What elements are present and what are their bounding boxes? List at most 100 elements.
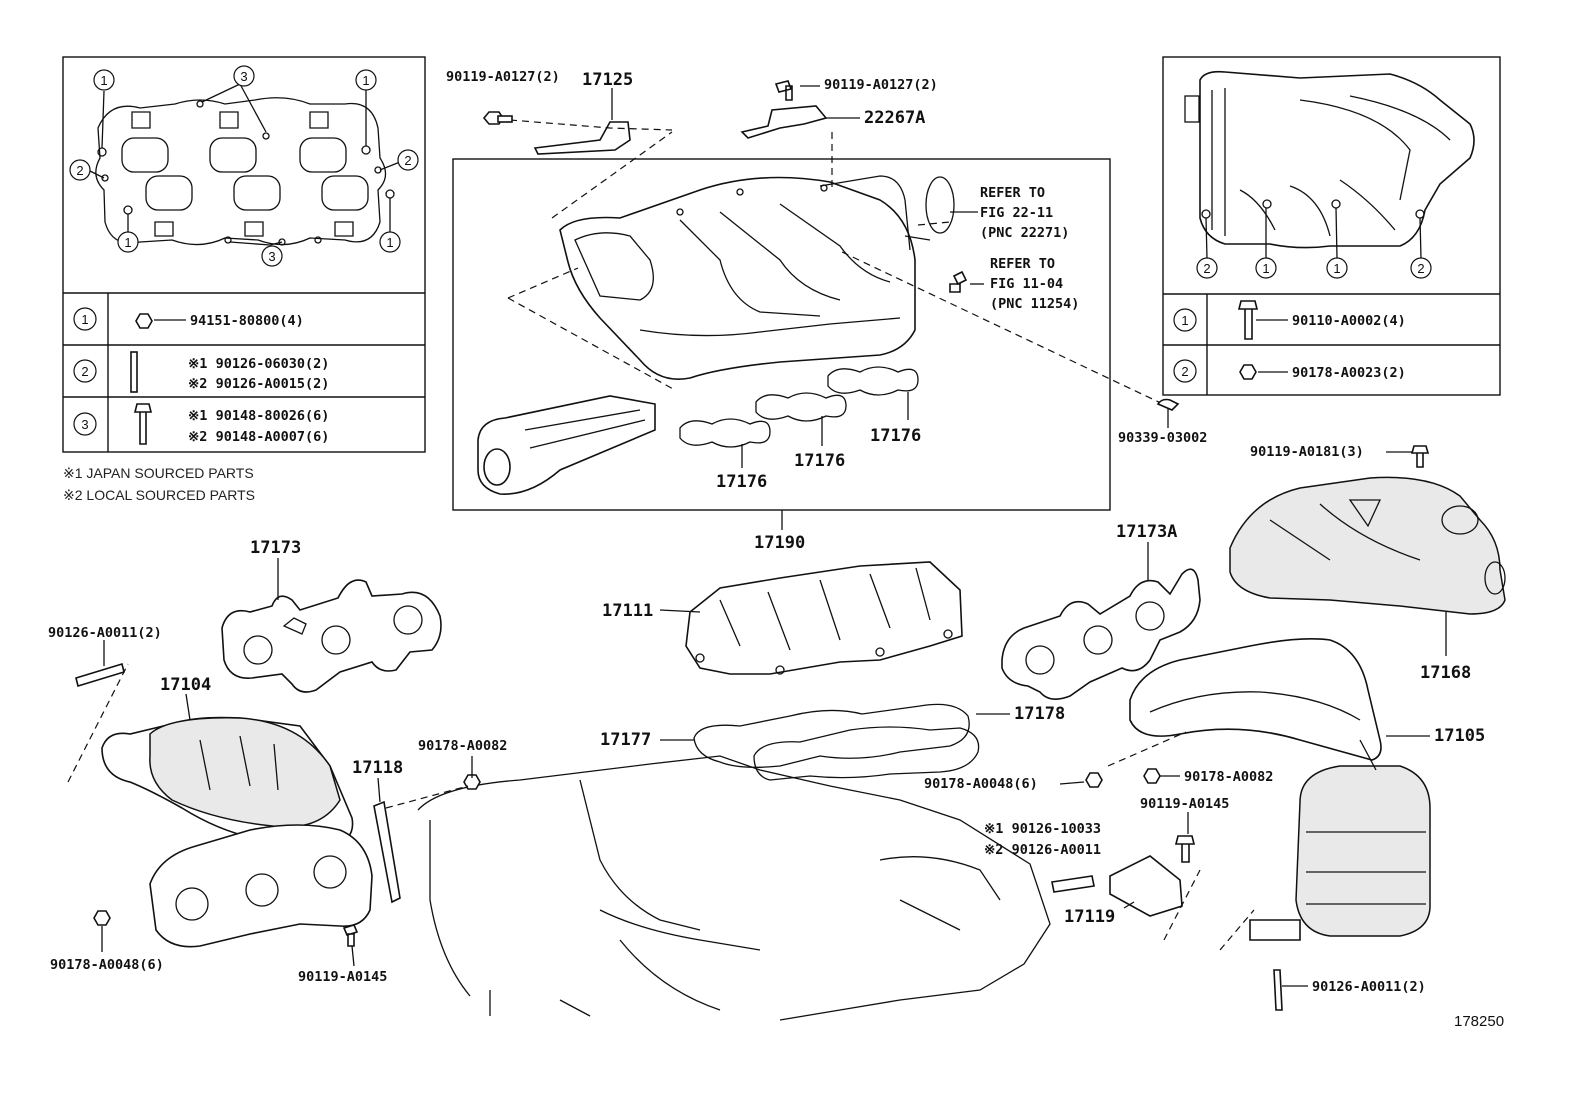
left-legend-row-1: 1 94151-80800(4): [73, 307, 304, 331]
intake-plenum-drawing: [1184, 70, 1475, 259]
gasket-17176-drawings: [679, 366, 919, 448]
label-90126-10033: ※1 90126-10033: [984, 821, 1101, 837]
svg-text:3: 3: [268, 249, 275, 264]
bolt-90119-a0145-left-icon: [342, 924, 359, 947]
stud-90126-10033-icon: [1051, 875, 1095, 893]
label-17177: 17177: [600, 730, 651, 750]
bracket-17118-drawing: [373, 800, 401, 904]
nut-90178-a0082-right-icon: [1143, 768, 1161, 784]
svg-text:※1 90126-06030(2): ※1 90126-06030(2): [188, 356, 329, 372]
right-callout-1b: 1: [1326, 257, 1348, 279]
label-90178-a0082-right: 90178-A0082: [1184, 769, 1273, 785]
label-90119-a0145-left: 90119-A0145: [298, 969, 387, 985]
label-17190: 17190: [754, 533, 805, 553]
label-17125: 17125: [582, 70, 633, 90]
label-90126-a0011-right: 90126-A0011(2): [1312, 979, 1426, 995]
svg-text:2: 2: [76, 163, 83, 178]
label-17176-b: 17176: [794, 451, 845, 471]
label-90178-a0048-left: 90178-A0048(6): [50, 957, 164, 973]
svg-text:※2 90148-A0007(6): ※2 90148-A0007(6): [188, 429, 329, 445]
intake-gasket-drawing: [87, 83, 401, 246]
right-legend-panel: 2 1 1 2 1 90110-A0002(4) 2 90178-A0023(2…: [1162, 56, 1501, 396]
note-japan-sourced: ※1 JAPAN SOURCED PARTS: [63, 465, 254, 481]
left-gasket-callout-3b: 3: [261, 245, 283, 267]
gasket-17177-drawing: [693, 703, 970, 768]
bracket-17125-drawing: [482, 111, 673, 155]
right-callout-1a: 1: [1255, 257, 1277, 279]
right-legend-row-2: 2 90178-A0023(2): [1173, 359, 1406, 383]
ref-22-11-line2: FIG 22-11: [980, 205, 1053, 221]
svg-text:94151-80800(4): 94151-80800(4): [190, 313, 304, 329]
nut-90178-a0082-left-icon: [463, 774, 481, 790]
left-gasket-callout-1b: 1: [355, 69, 377, 91]
left-gasket-callout-2b: 2: [397, 149, 419, 171]
label-90119-a0145-right: 90119-A0145: [1140, 796, 1229, 812]
nut-90178-a0048-left-icon: [93, 910, 111, 926]
svg-text:1: 1: [1181, 313, 1188, 328]
label-22267a: 22267A: [864, 108, 925, 128]
svg-text:1: 1: [1333, 261, 1340, 276]
label-17118: 17118: [352, 758, 403, 778]
intake-pipe-drawing: [477, 395, 656, 495]
heat-shield-17168-drawing: [1229, 476, 1506, 615]
ref-11-04-line1: REFER TO: [990, 256, 1055, 272]
label-17173a: 17173A: [1116, 522, 1177, 542]
svg-text:3: 3: [240, 69, 247, 84]
bracket-17119-drawing: [1109, 855, 1183, 917]
plug-90339-icon: [1156, 398, 1180, 411]
intake-manifold-assembly-box: [452, 131, 1166, 511]
exhaust-manifold-17104-drawing: [101, 716, 373, 948]
label-17176-a: 17176: [716, 472, 767, 492]
bolt-90119-a0145-right-icon: [1174, 835, 1196, 863]
svg-text:2: 2: [404, 153, 411, 168]
svg-text:2: 2: [81, 364, 88, 379]
left-gasket-callout-3a: 3: [233, 65, 255, 87]
nut-90178-a0048-right-icon: [1085, 772, 1103, 788]
ref-22-11-line1: REFER TO: [980, 185, 1045, 201]
stud-90126-a0011-left-icon: [75, 662, 125, 688]
right-callout-2b: 2: [1410, 257, 1432, 279]
left-legend-row-2: 2 ※1 90126-06030(2) ※2 90126-A0015(2): [73, 351, 329, 393]
label-90119-a0181: 90119-A0181(3): [1250, 444, 1364, 460]
svg-text:1: 1: [124, 235, 131, 250]
label-17178: 17178: [1014, 704, 1065, 724]
label-90119-a0127-b: 90119-A0127(2): [824, 77, 938, 93]
svg-text:1: 1: [386, 235, 393, 250]
label-17104: 17104: [160, 675, 211, 695]
left-gasket-callout-1a: 1: [93, 69, 115, 91]
intake-manifold-17111-drawing: [685, 561, 963, 675]
svg-text:1: 1: [362, 73, 369, 88]
label-17176-c: 17176: [870, 426, 921, 446]
left-gasket-callout-2a: 2: [69, 159, 91, 181]
svg-text:※1 90148-80026(6): ※1 90148-80026(6): [188, 408, 329, 424]
svg-text:1: 1: [100, 73, 107, 88]
ref-11-04-line2: FIG 11-04: [990, 276, 1063, 292]
svg-text:2: 2: [1203, 261, 1210, 276]
flange-bolt-icon: [133, 403, 153, 445]
label-17119: 17119: [1064, 907, 1115, 927]
label-17111: 17111: [602, 601, 653, 621]
svg-text:90178-A0023(2): 90178-A0023(2): [1292, 365, 1406, 381]
left-legend-panel: 1 3 1 2 2 1 3 1 1 94151-80800(4) 2 ※1 90…: [62, 56, 426, 453]
ref-11-04-line3: (PNC 11254): [990, 296, 1079, 312]
label-17173: 17173: [250, 538, 301, 558]
bolt-icon: [1237, 300, 1259, 340]
svg-text:1: 1: [1262, 261, 1269, 276]
bolt-ref-11254-icon: [949, 270, 968, 293]
label-17105: 17105: [1434, 726, 1485, 746]
nut-icon: [1239, 364, 1257, 380]
label-90126-a0011-mid: ※2 90126-A0011: [984, 842, 1101, 858]
left-gasket-callout-1c: 1: [117, 231, 139, 253]
label-90119-a0127-a: 90119-A0127(2): [446, 69, 560, 85]
exhaust-manifold-17105-drawing: [1129, 638, 1431, 941]
engine-block-outline: [417, 755, 1051, 1021]
stud-bolt-icon: [130, 351, 138, 393]
label-90178-a0082-left: 90178-A0082: [418, 738, 507, 754]
part-labels: 90119-A0127(2) 17125 90119-A0127(2) 2226…: [48, 69, 1485, 995]
note-local-sourced: ※2 LOCAL SOURCED PARTS: [63, 487, 255, 503]
svg-text:2: 2: [1181, 364, 1188, 379]
left-legend-row-3: 3 ※1 90148-80026(6) ※2 90148-A0007(6): [73, 403, 329, 445]
svg-text:※2 90126-A0015(2): ※2 90126-A0015(2): [188, 376, 329, 392]
svg-text:1: 1: [81, 312, 88, 327]
